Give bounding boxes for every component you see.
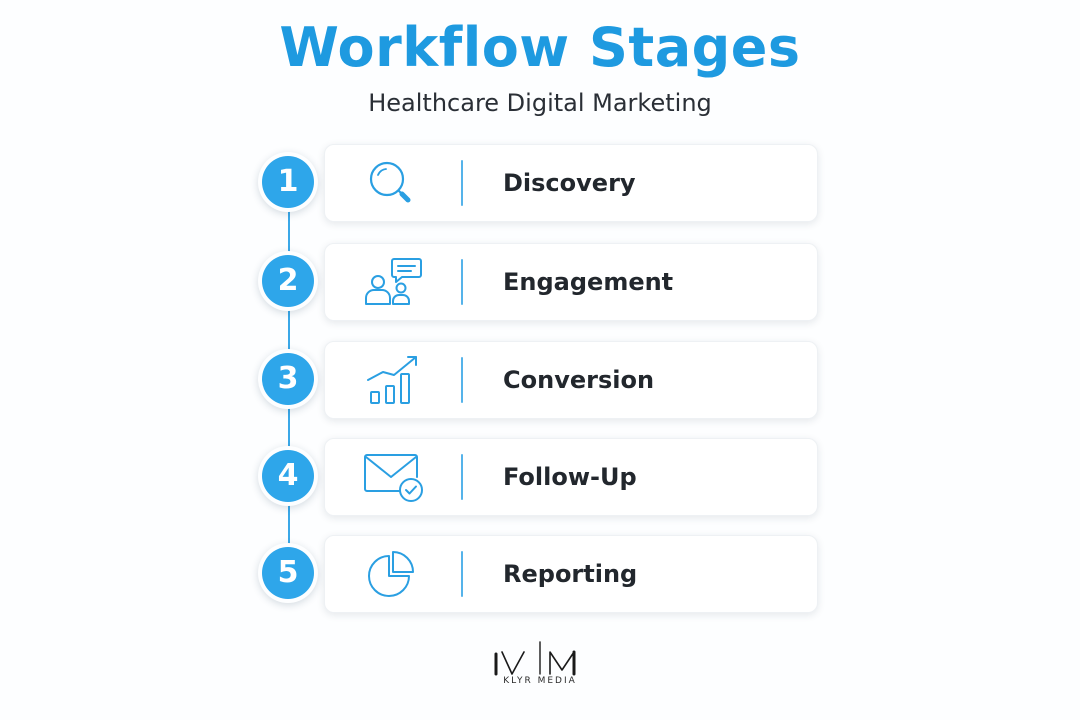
page-subtitle: Healthcare Digital Marketing [368,89,712,117]
pie-chart-icon [361,548,423,600]
stage-row-reporting: 5 Reporting [258,533,818,613]
stage-number-badge: 1 [258,152,318,212]
stage-number: 4 [262,450,314,502]
stage-card: Conversion [324,341,818,419]
people-chat-icon [361,256,423,308]
logo-text: KLYR MEDIA [503,676,577,686]
page-title: Workflow Stages [279,16,801,79]
stage-divider [461,160,463,206]
magnifying-glass-icon [361,157,423,209]
stage-number: 1 [262,156,314,208]
brand-logo: KLYR MEDIA [480,640,600,688]
stage-number-badge: 5 [258,543,318,603]
stage-label: Reporting [503,560,638,588]
stage-number: 5 [262,547,314,599]
stage-divider [461,454,463,500]
stage-row-discovery: 1 Discovery [258,142,818,222]
stage-label: Conversion [503,366,655,394]
growth-chart-icon [361,354,423,406]
stage-row-engagement: 2 Engagement [258,241,818,321]
stage-row-follow-up: 4 Follow-Up [258,436,818,516]
stage-card: Follow-Up [324,438,818,516]
stage-label: Follow-Up [503,463,637,491]
stage-card: Discovery [324,144,818,222]
stage-label: Engagement [503,268,674,296]
logo-mark-icon [490,640,590,676]
stage-card: Reporting [324,535,818,613]
stage-number: 3 [262,353,314,405]
stage-number-badge: 4 [258,446,318,506]
stage-number-badge: 2 [258,251,318,311]
stage-card: Engagement [324,243,818,321]
stage-number-badge: 3 [258,349,318,409]
stage-number: 2 [262,255,314,307]
stage-label: Discovery [503,169,636,197]
stage-row-conversion: 3 Conversion [258,339,818,419]
stage-divider [461,259,463,305]
stage-divider [461,357,463,403]
envelope-check-icon [361,451,423,503]
stage-divider [461,551,463,597]
